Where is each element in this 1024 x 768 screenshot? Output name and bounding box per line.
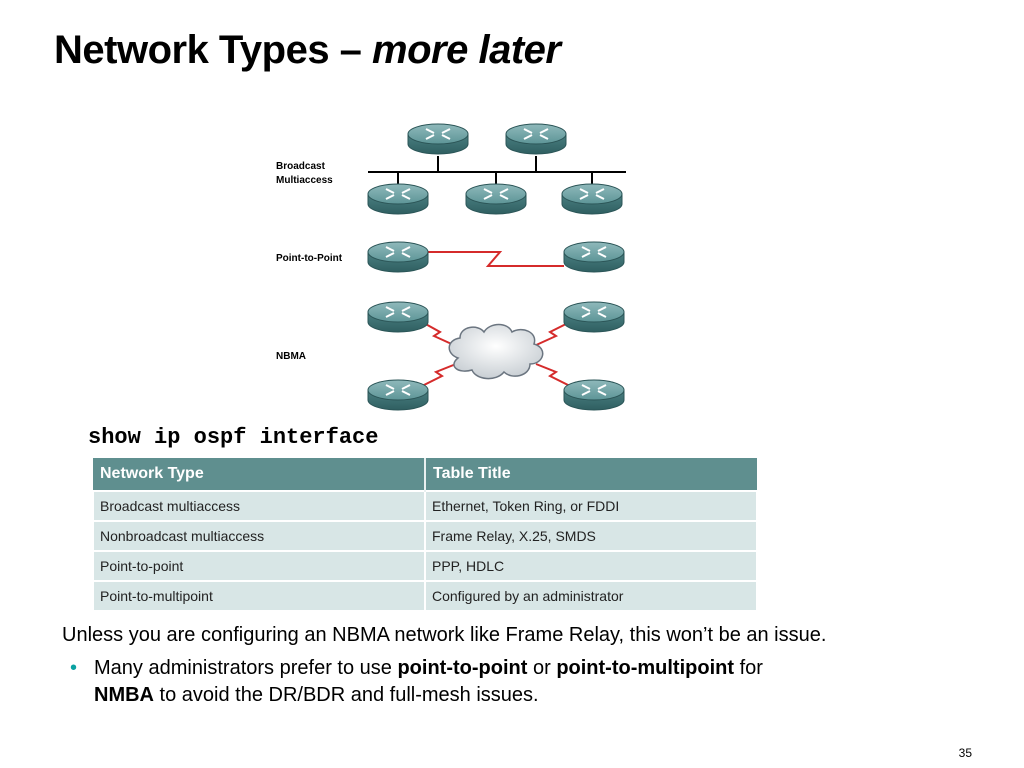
table-cell: Point-to-point [92, 550, 426, 582]
table-cell: Nonbroadcast multiaccess [92, 520, 426, 552]
router-icon [465, 183, 527, 215]
label-broadcast-line2: Multiaccess [276, 175, 333, 186]
router-icon [505, 123, 567, 155]
body-text: Unless you are configuring an NBMA netwo… [62, 622, 982, 709]
column-header-network-type: Network Type [93, 458, 426, 491]
table-cell: Configured by an administrator [424, 580, 758, 612]
bold-span: point-to-multipoint [556, 657, 735, 679]
router-icon [561, 183, 623, 215]
router-icon [563, 379, 625, 411]
router-icon [367, 183, 429, 215]
table-row: Point-to-multipoint Configured by an adm… [92, 580, 758, 612]
network-types-table: Network Type Table Title Broadcast multi… [92, 458, 758, 612]
router-icon [367, 241, 429, 273]
diagram-svg [367, 123, 626, 411]
slide-title-emphasis: more later [372, 28, 561, 72]
table-row: Point-to-point PPP, HDLC [92, 550, 758, 582]
table-cell: PPP, HDLC [424, 550, 758, 582]
text-span: for [734, 657, 763, 679]
router-icon [407, 123, 469, 155]
table-cell: Broadcast multiaccess [92, 490, 426, 522]
bold-span: point-to-point [397, 657, 528, 679]
label-point-to-point: Point-to-Point [276, 253, 343, 264]
text-span: Many administrators prefer to use [94, 657, 398, 679]
bold-span: NMBA [94, 684, 154, 706]
text-span: to avoid the DR/BDR and full-mesh issues… [154, 684, 539, 706]
table-row: Nonbroadcast multiaccess Frame Relay, X.… [92, 520, 758, 552]
router-icon [367, 301, 429, 333]
serial-link-line [428, 251, 564, 267]
slide-title-main: Network Types – [54, 28, 362, 72]
table-header-row: Network Type Table Title [93, 458, 757, 491]
bullet-paragraph: • Many administrators prefer to use poin… [62, 655, 982, 709]
slide-title: Network Types – more later [54, 28, 561, 73]
column-header-table-title: Table Title [425, 458, 757, 491]
label-nbma: NBMA [276, 351, 306, 362]
router-icon [563, 241, 625, 273]
router-icon [563, 301, 625, 333]
cloud-icon [448, 323, 544, 380]
label-broadcast-line1: Broadcast [276, 161, 325, 172]
table-cell: Frame Relay, X.25, SMDS [424, 520, 758, 552]
cli-command: show ip ospf interface [88, 425, 379, 450]
page-number: 35 [958, 746, 972, 760]
table-cell: Point-to-multipoint [92, 580, 426, 612]
router-icon [367, 379, 429, 411]
label-broadcast-multiaccess: Broadcast Multiaccess [276, 160, 333, 188]
table-row: Broadcast multiaccess Ethernet, Token Ri… [92, 490, 758, 522]
table-cell: Ethernet, Token Ring, or FDDI [424, 490, 758, 522]
text-span: or [527, 657, 557, 679]
bullet-icon: • [70, 657, 78, 679]
paragraph-unless: Unless you are configuring an NBMA netwo… [62, 624, 827, 646]
